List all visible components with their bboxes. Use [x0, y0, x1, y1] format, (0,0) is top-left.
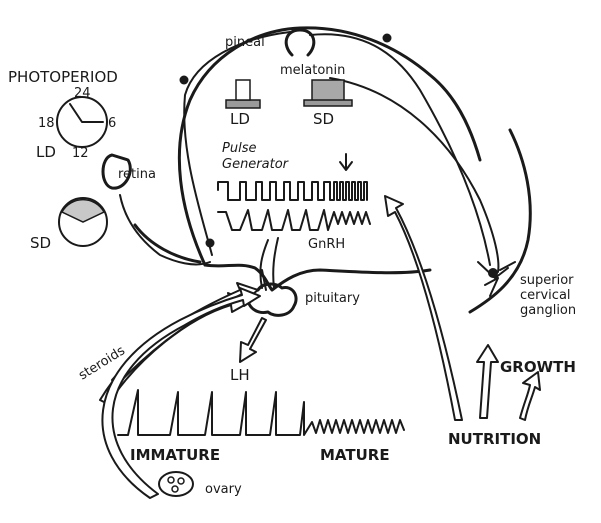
ld-profile-peak — [236, 80, 250, 100]
growth-label: GROWTH — [500, 358, 576, 376]
synapse-dot — [206, 239, 215, 248]
retina-label: retina — [118, 167, 156, 182]
ovary-follicle — [172, 486, 178, 492]
ld-left-label: LD — [36, 143, 56, 161]
pulse-down-arrow — [340, 154, 352, 170]
generator-label: Generator — [222, 157, 290, 172]
cervical-label: cervical — [520, 288, 571, 303]
growth-arrow-left — [477, 345, 498, 418]
ld-profile-base — [226, 100, 260, 108]
ovary-label: ovary — [205, 482, 242, 497]
sd-profile-base — [304, 100, 352, 106]
lh-pulse-trace — [118, 390, 404, 435]
synapse-dot — [383, 34, 392, 43]
pulse-trace-lower — [218, 210, 370, 230]
ovary-arrow — [102, 288, 260, 498]
clock-label-6: 6 — [108, 116, 116, 131]
retina-tract — [120, 195, 210, 264]
sd-left-label: SD — [30, 234, 51, 252]
mature-label: MATURE — [320, 446, 390, 464]
photoperiod-label: PHOTOPERIOD — [8, 68, 118, 86]
clock-label-24: 24 — [74, 86, 91, 101]
ovary-follicle — [168, 477, 174, 483]
pituitary-label: pituitary — [305, 291, 360, 306]
ovary-follicle — [178, 478, 184, 484]
clock-label-12: 12 — [72, 146, 89, 161]
ld-clock-hands — [70, 104, 103, 122]
pulse-label: Pulse — [222, 141, 256, 156]
gnrh-label: GnRH — [308, 237, 345, 252]
nutrition-to-pulse-arrow — [385, 196, 462, 420]
lh-label: LH — [230, 366, 250, 384]
clock-label-18: 18 — [38, 116, 55, 131]
lh-arrow — [240, 318, 266, 362]
superior-label: superior — [520, 273, 574, 288]
pineal-label: pineal — [225, 35, 265, 50]
melatonin-output — [330, 78, 498, 272]
ganglion-label: ganglion — [520, 303, 576, 318]
pulse-trace-upper — [218, 182, 367, 200]
pineal-gland — [286, 30, 314, 55]
immature-label: IMMATURE — [130, 446, 220, 464]
melatonin-label: melatonin — [280, 63, 345, 78]
synapse-dot — [180, 76, 189, 85]
sd-profile-label: SD — [313, 110, 334, 128]
nutrition-label: NUTRITION — [448, 430, 541, 448]
ld-profile-label: LD — [230, 110, 250, 128]
gnrh-axons — [260, 238, 278, 288]
growth-arrow-right — [520, 372, 540, 420]
